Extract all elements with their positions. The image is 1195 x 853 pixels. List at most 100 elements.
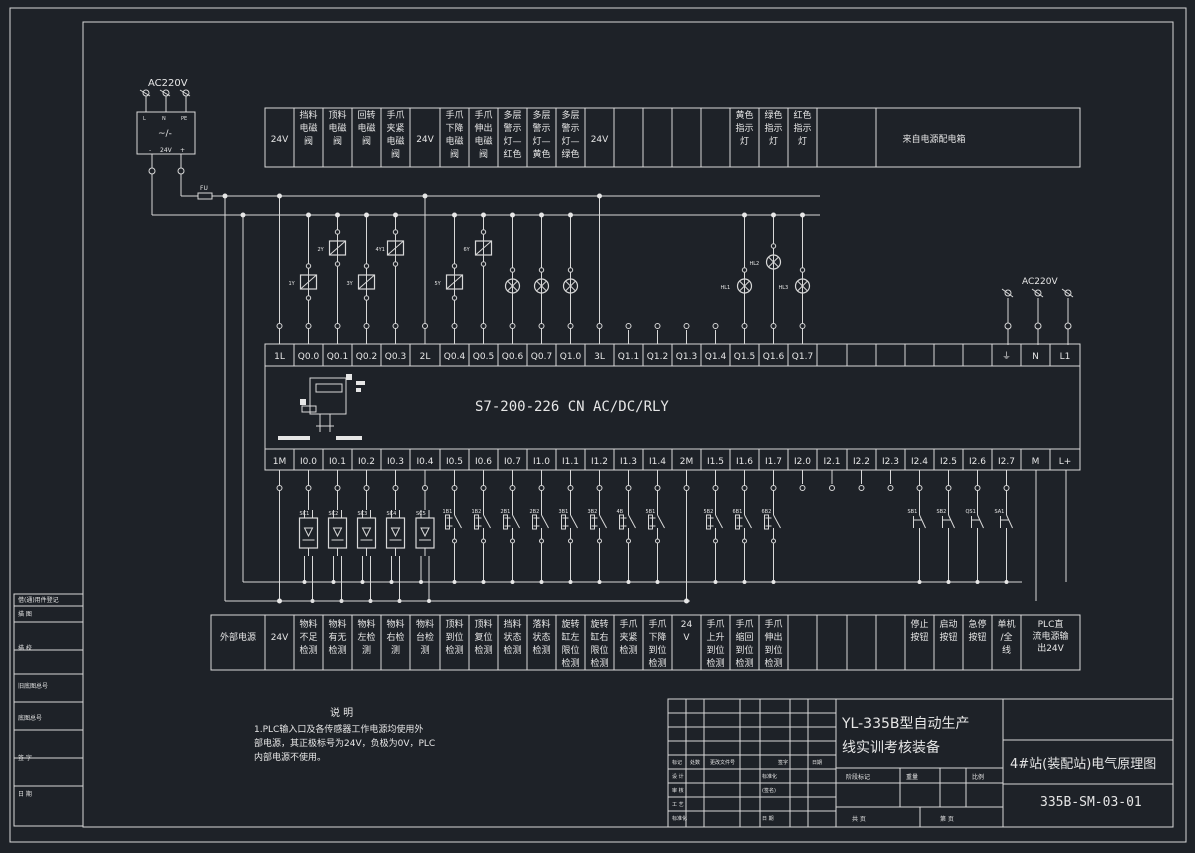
bottom-header-text: 停止按钮 (910, 618, 928, 643)
coil-tag: 5Y (435, 281, 442, 287)
top-header-text: 挡料电磁阀 (299, 109, 317, 147)
switch-tag: 1B1 (443, 509, 453, 515)
proximity-sensor: SC1 (298, 470, 319, 603)
output-terminal-label: Q1.4 (705, 352, 727, 362)
input-terminal-label: I2.1 (824, 457, 841, 467)
input-terminal-label: I0.6 (475, 457, 492, 467)
output-terminal-label: 1L (274, 352, 285, 362)
indicator-lamp (504, 212, 521, 344)
top-header-text: 24V (416, 135, 434, 145)
bottom-header-cell: 物料不足检测 (299, 618, 317, 656)
bottom-header-text: 单机/全线 (997, 618, 1015, 656)
top-header-text: 手爪伸出电磁阀 (474, 109, 492, 160)
converter-symbol: ~/- (158, 129, 172, 139)
proximity-sensor: SC5 (415, 470, 435, 603)
left-strip-label: 签 字 (18, 754, 32, 762)
top-header-cell: 黄色指示灯 (735, 109, 753, 147)
switch-tag: 3B1 (559, 509, 569, 515)
input-terminal-label: I0.5 (446, 457, 463, 467)
output-terminal-label: Q0.1 (327, 352, 348, 362)
bottom-header-cell: 停止按钮 (910, 618, 928, 643)
fuse-label: FU (200, 185, 208, 192)
magnetic-switch: 1B2 (472, 470, 491, 584)
input-terminal-label: I0.0 (300, 457, 317, 467)
bottom-header-text: 手爪下降到位检测 (648, 618, 666, 669)
switch-tag: 2B1 (501, 509, 511, 515)
bottom-header-text: 物料右检测 (386, 618, 404, 656)
bottom-header-text: 急停按钮 (968, 618, 986, 643)
sign-name-label: (签名) (762, 787, 776, 794)
stage-label: 阶段标记 (846, 773, 870, 781)
title-row-label: 更改文件号 (710, 759, 735, 766)
output-terminal-label: ⏚ (1002, 351, 1011, 362)
magnetic-switch: 5B2 (704, 470, 723, 584)
ps-terminal-n: N (162, 116, 166, 122)
bottom-header-cell: 急停按钮 (968, 618, 986, 643)
bottom-header-cell: 单机/全线 (997, 618, 1015, 656)
ps-plus: + (180, 147, 185, 154)
top-header-cell: 挡料电磁阀 (299, 109, 317, 147)
bottom-header-text: 手爪伸出到位检测 (764, 618, 782, 669)
input-terminal-label: I1.0 (533, 457, 550, 467)
scale-label: 比例 (972, 773, 984, 781)
bottom-header-cell: 落料状态检测 (532, 618, 550, 656)
title-row-label: 签字 (778, 759, 788, 766)
bottom-header-text: 启动按钮 (939, 618, 957, 643)
bottom-header-text: 物料不足检测 (299, 618, 317, 656)
magnetic-switch: 6B1 (733, 470, 752, 584)
ps-minus: - (149, 147, 151, 154)
fuse (197, 192, 213, 200)
switch-tag: 2B2 (530, 509, 540, 515)
bottom-header-cell: 24V (271, 633, 289, 643)
input-terminal-label: I0.7 (504, 457, 521, 467)
title-row-label: 标记 (672, 759, 682, 766)
input-terminal-label: I1.6 (736, 457, 753, 467)
right-supply-label: AC220V (1022, 277, 1058, 287)
bottom-header-text: 24V (271, 633, 289, 643)
push-button: SB1 (908, 470, 926, 584)
coil-tag: 6Y (464, 247, 471, 253)
output-terminal-label: Q0.6 (502, 352, 524, 362)
sensor-tag: SC2 (329, 511, 339, 517)
left-strip-label: 借(通)用件登记 (18, 596, 59, 604)
input-terminal-label: I1.2 (591, 457, 608, 467)
bottom-header-text: 旋转缸左限位检测 (561, 618, 579, 669)
plc-logo-icon (278, 374, 365, 440)
bottom-header-text: 物料左检测 (357, 618, 375, 656)
input-terminal-label: I2.0 (794, 457, 811, 467)
power-supply-label: AC220V (148, 78, 188, 89)
bottom-header-cell: 物料左检测 (357, 618, 375, 656)
indicator-lamp: HL1 (721, 212, 753, 344)
magnetic-switch: 1B1 (443, 470, 462, 584)
bottom-header-text: 落料状态检测 (532, 618, 550, 656)
push-button: SA1 (995, 470, 1013, 584)
top-header-cell: 多层警示灯—绿色 (561, 109, 579, 160)
output-terminal-label: Q0.5 (473, 352, 494, 362)
input-terminal-label: I0.1 (329, 457, 346, 467)
notes-line-3: 内部电源不使用。 (254, 751, 326, 763)
magnetic-switch: 5B1 (646, 470, 665, 584)
top-header-text: 绿色指示灯 (764, 109, 782, 147)
notes: 说 明 1.PLC输入口及各传感器工作电源均使用外 部电源，其正极标号为24V，… (254, 706, 435, 763)
input-terminal-label: 1M (273, 457, 287, 467)
top-header-text: 多层警示灯—黄色 (532, 109, 550, 160)
sensor-tag: SC1 (300, 511, 310, 517)
solenoid-coil: 6Y (464, 212, 493, 344)
bottom-header-text: 顶料到位检测 (445, 618, 463, 656)
output-terminal-label: Q1.5 (734, 352, 755, 362)
output-terminal-label: Q0.7 (531, 352, 552, 362)
indicator-lamp: HL2 (750, 212, 782, 344)
switch-tag: 1B2 (472, 509, 482, 515)
magnetic-switch: 4B (617, 470, 636, 584)
bottom-header-cell: 手爪下降到位检测 (648, 618, 666, 669)
magnetic-switch: 3B2 (588, 470, 607, 584)
top-header-cell: 来自电源配电箱 (902, 133, 965, 145)
bottom-header-text: PLC直流电源输出24V (1032, 618, 1068, 654)
input-terminal-label: I0.3 (387, 457, 404, 467)
top-header-text: 24V (271, 135, 289, 145)
top-header-cell: 绿色指示灯 (764, 109, 782, 147)
output-terminal-label: Q1.6 (763, 352, 785, 362)
